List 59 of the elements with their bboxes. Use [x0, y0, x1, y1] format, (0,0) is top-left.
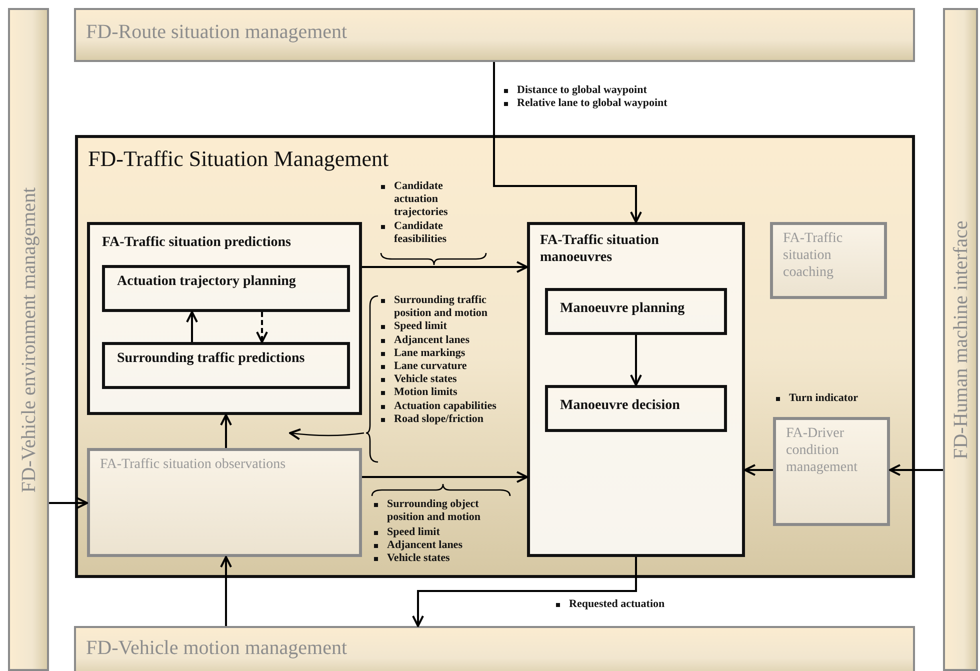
- box-title: Actuation trajectory planning: [117, 274, 296, 291]
- bullet-item: Speed limit: [394, 320, 447, 334]
- function-box: [773, 417, 890, 526]
- box-title: FA-Driver condition management: [786, 426, 859, 476]
- arrow: [744, 464, 773, 476]
- bullet-item: Relative lane to global waypoint: [517, 97, 668, 110]
- function-box: [87, 448, 362, 557]
- bullet-item: Lane curvature: [394, 360, 467, 374]
- function-box: [527, 222, 745, 557]
- arrow: [220, 414, 232, 448]
- arrow: [493, 62, 642, 223]
- function-box: [102, 342, 350, 389]
- function-box: [770, 222, 887, 299]
- arrow: [220, 556, 232, 626]
- arrow: [186, 311, 198, 342]
- bullet-item: Requested actuation: [569, 598, 665, 612]
- function-box: [545, 288, 727, 335]
- arrow: [630, 335, 642, 386]
- box-title: FA-Traffic situation manoeuvres: [540, 233, 660, 267]
- bullet-item: Surrounding object position and motion: [387, 498, 482, 524]
- domain-box: [75, 135, 915, 578]
- bullet-item: Lane markings: [394, 346, 466, 360]
- box-title: FA-Traffic situation predictions: [102, 235, 291, 252]
- bullet-item: Motion limits: [394, 386, 458, 400]
- bullet-item: Surrounding traffic position and motion: [394, 294, 489, 320]
- bullet-item: Adjancent lanes: [387, 539, 462, 552]
- box-title: FD-Traffic Situation Management: [88, 146, 389, 172]
- arrow: [49, 497, 88, 509]
- domain-band: [74, 8, 915, 62]
- bullet-item: Candidate actuation trajectories: [394, 180, 449, 220]
- box-title: FD-Vehicle environment management: [16, 186, 40, 492]
- box-title: FD-Human machine interface: [948, 220, 972, 459]
- function-box: [545, 385, 727, 432]
- arrow: [362, 471, 528, 483]
- box-title: FA-Traffic situation observations: [100, 457, 286, 474]
- bullet-item: Candidate feasibilities: [394, 220, 448, 246]
- function-box: [87, 222, 362, 415]
- box-title: Manoeuvre planning: [560, 301, 685, 318]
- bullet-item: Actuation capabilities: [394, 400, 496, 413]
- bullet-item: Turn indicator: [789, 392, 858, 406]
- bullet-item: Vehicle states: [394, 373, 457, 386]
- domain-band: [8, 8, 49, 671]
- arrow: [256, 312, 268, 343]
- box-title: FD-Route situation management: [86, 20, 348, 44]
- bullet-item: Vehicle states: [387, 552, 450, 566]
- arrow: [362, 261, 528, 273]
- arrow: [889, 464, 943, 476]
- bullet-item: Adjancent lanes: [394, 334, 470, 347]
- function-box: [102, 265, 350, 312]
- box-title: FA-Traffic situation coaching: [783, 231, 844, 282]
- bullet-item: Distance to global waypoint: [517, 84, 647, 98]
- bullet-item: Speed limit: [387, 526, 440, 540]
- domain-band: [74, 626, 915, 671]
- arrow: [412, 557, 637, 627]
- box-title: Surrounding traffic predictions: [117, 351, 305, 368]
- box-title: Manoeuvre decision: [560, 398, 680, 415]
- domain-band: [943, 8, 978, 671]
- box-title: FD-Vehicle motion management: [86, 636, 348, 660]
- bullet-item: Road slope/friction: [394, 412, 484, 426]
